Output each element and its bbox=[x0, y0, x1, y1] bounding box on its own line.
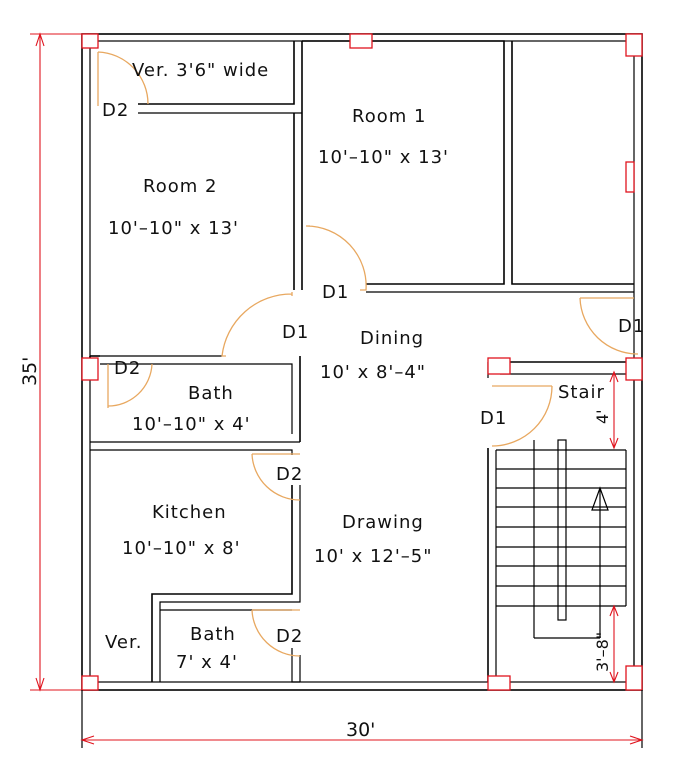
stair-arrow bbox=[591, 486, 609, 511]
stair-top-dim-label: 4' bbox=[593, 409, 612, 424]
room2-size: 10'–10" x 13' bbox=[108, 218, 239, 239]
door-kitchen bbox=[251, 453, 301, 501]
interior-walls bbox=[89, 40, 642, 683]
dining-size: 10' x 8'–4" bbox=[320, 362, 426, 383]
bath2-size: 7' x 4' bbox=[176, 652, 238, 673]
stair-bottom-dim-label: 3'–8" bbox=[593, 632, 612, 672]
door-veranda bbox=[97, 51, 149, 106]
dimension-labels: 35' 30' 4' 3'–8" bbox=[19, 357, 612, 741]
kitchen-size: 10'–10" x 8' bbox=[122, 538, 241, 559]
drawing-size: 10' x 12'–5" bbox=[314, 546, 433, 567]
door-room1 bbox=[305, 225, 367, 291]
door-tag-d2-veranda: D2 bbox=[102, 100, 129, 121]
bath2-name: Bath bbox=[190, 624, 236, 645]
door-swings bbox=[97, 51, 639, 657]
room1-size: 10'–10" x 13' bbox=[318, 147, 449, 168]
room-labels: Ver. 3'6" wide Room 1 10'–10" x 13' Room… bbox=[105, 60, 605, 673]
column-markers bbox=[81, 33, 643, 691]
dining-name: Dining bbox=[360, 328, 424, 349]
veranda-top-label: Ver. 3'6" wide bbox=[132, 60, 269, 81]
door-tag-d1-stair: D1 bbox=[480, 408, 507, 429]
veranda-bottom-label: Ver. bbox=[105, 632, 142, 653]
door-stair bbox=[491, 385, 553, 447]
bath1-size: 10'–10" x 4' bbox=[132, 414, 251, 435]
stair-treads bbox=[496, 439, 627, 639]
door-tag-d2-bath2: D2 bbox=[276, 626, 303, 647]
door-tag-d1-right: D1 bbox=[618, 316, 645, 337]
door-bath1 bbox=[107, 363, 153, 408]
door-bath2 bbox=[251, 609, 301, 657]
room2-name: Room 2 bbox=[143, 176, 217, 197]
dimension-lines bbox=[30, 32, 644, 748]
door-tags: D2 D1 D1 D1 D2 D1 D2 D2 bbox=[102, 100, 645, 647]
door-tag-d1-room2: D1 bbox=[282, 322, 309, 343]
drawing-name: Drawing bbox=[342, 512, 424, 533]
room1-name: Room 1 bbox=[352, 106, 426, 127]
door-tag-d2-bath1: D2 bbox=[114, 358, 141, 379]
door-room2 bbox=[221, 292, 293, 357]
door-tag-d2-kitchen: D2 bbox=[276, 464, 303, 485]
bath1-name: Bath bbox=[188, 383, 234, 404]
door-right bbox=[579, 297, 639, 355]
overall-height-label: 35' bbox=[19, 357, 41, 386]
kitchen-name: Kitchen bbox=[152, 502, 227, 523]
door-tag-d1-room1: D1 bbox=[322, 282, 349, 303]
stair-label: Stair bbox=[558, 382, 605, 403]
overall-width-label: 30' bbox=[346, 719, 375, 741]
